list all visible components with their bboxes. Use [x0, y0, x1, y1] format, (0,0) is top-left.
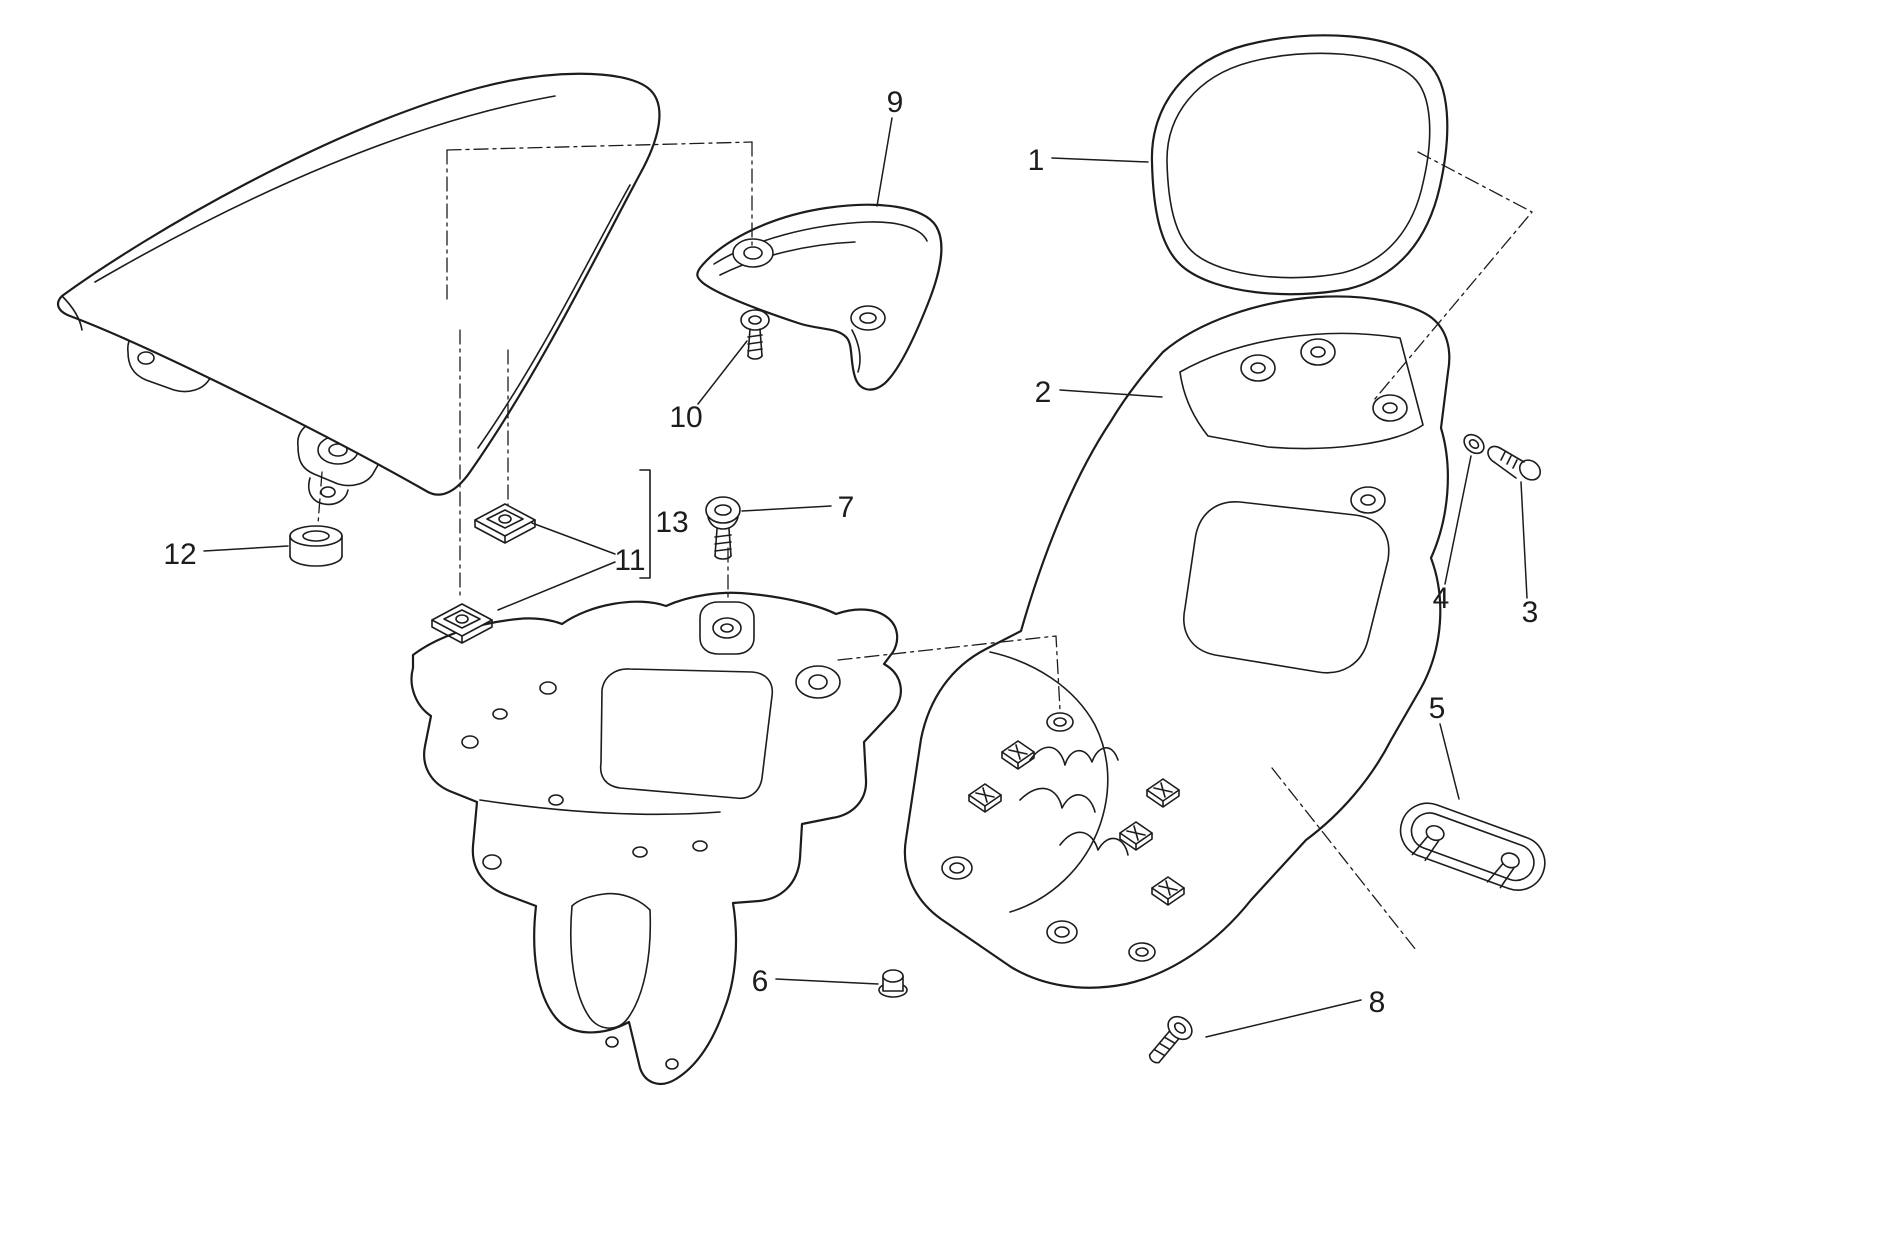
- leader-lines: [203, 117, 1528, 1038]
- part-rear-subframe: [410, 591, 902, 1085]
- part-screw-3: [1487, 445, 1542, 481]
- callout-2: 2: [1035, 376, 1052, 409]
- callouts: 1 2 3 4 5 6 7 8 9 10 11 12 13: [163, 86, 1538, 1019]
- callout-4: 4: [1433, 582, 1450, 615]
- part-backrest-pad: [1150, 34, 1449, 296]
- callout-12: 12: [163, 538, 196, 571]
- rack-clip: [1001, 740, 1035, 770]
- part-washer: [1463, 433, 1485, 455]
- rack-clip: [1146, 778, 1180, 808]
- rack-clip: [1151, 876, 1185, 906]
- callout-6: 6: [752, 965, 769, 998]
- part-cover: [696, 203, 943, 391]
- callout-7: 7: [838, 491, 855, 524]
- callout-3: 3: [1522, 596, 1539, 629]
- part-screw-10: [740, 309, 770, 360]
- rack-clip: [968, 783, 1002, 813]
- part-nut-6: [878, 969, 908, 998]
- part-screw-7: [705, 496, 741, 560]
- construction-lines: [317, 141, 1533, 951]
- callout-9: 9: [887, 86, 904, 119]
- part-clip-nuts: [431, 503, 536, 644]
- callout-1: 1: [1028, 144, 1045, 177]
- rack-clip: [1119, 821, 1153, 851]
- part-trim-strip: [639, 469, 651, 579]
- part-rear-rack: [903, 295, 1451, 989]
- part-screw-8: [1148, 1015, 1193, 1064]
- callout-11: 11: [614, 544, 645, 577]
- callout-5: 5: [1429, 692, 1446, 725]
- part-bracket-5: [1399, 802, 1546, 891]
- callout-8: 8: [1369, 986, 1386, 1019]
- callout-10: 10: [669, 401, 702, 434]
- part-pillion-seat: [56, 72, 661, 496]
- part-grommet: [289, 525, 343, 567]
- callout-13: 13: [655, 506, 688, 539]
